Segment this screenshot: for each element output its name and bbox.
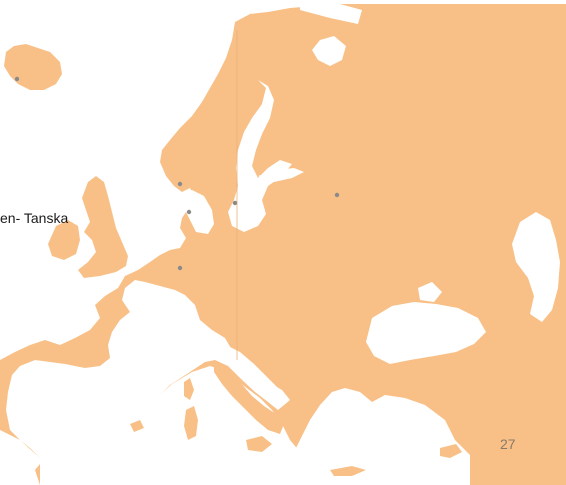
country-label: en- Tanska	[0, 210, 69, 226]
italy	[214, 360, 284, 434]
city-marker-copenhagen	[186, 209, 192, 215]
city-marker-amsterdam	[177, 265, 183, 271]
mainland-europe	[0, 4, 566, 485]
balearic-islands	[130, 420, 144, 432]
crete	[330, 466, 366, 476]
ireland	[48, 220, 80, 260]
sea-of-azov	[418, 282, 442, 302]
great-britain	[78, 176, 128, 278]
city-marker-stockholm	[232, 200, 238, 206]
cyprus	[440, 444, 462, 458]
sardinia	[184, 406, 198, 440]
gulf-of-finland	[258, 168, 304, 182]
city-marker-oslo	[177, 181, 183, 187]
caspian-sea	[512, 212, 560, 322]
city-marker-reykjavik	[14, 76, 20, 82]
white-sea	[312, 36, 346, 66]
baltic-sea	[228, 80, 292, 232]
corsica	[184, 378, 194, 400]
iceland	[4, 44, 62, 90]
black-sea	[366, 302, 486, 364]
page-number: 27	[500, 436, 516, 452]
arctic-inlet	[300, 4, 362, 24]
mediterranean-sea	[40, 366, 466, 485]
sicily	[246, 436, 272, 452]
city-marker-moscow	[334, 192, 340, 198]
adriatic-sea	[228, 346, 286, 404]
danish-straits	[178, 190, 214, 234]
